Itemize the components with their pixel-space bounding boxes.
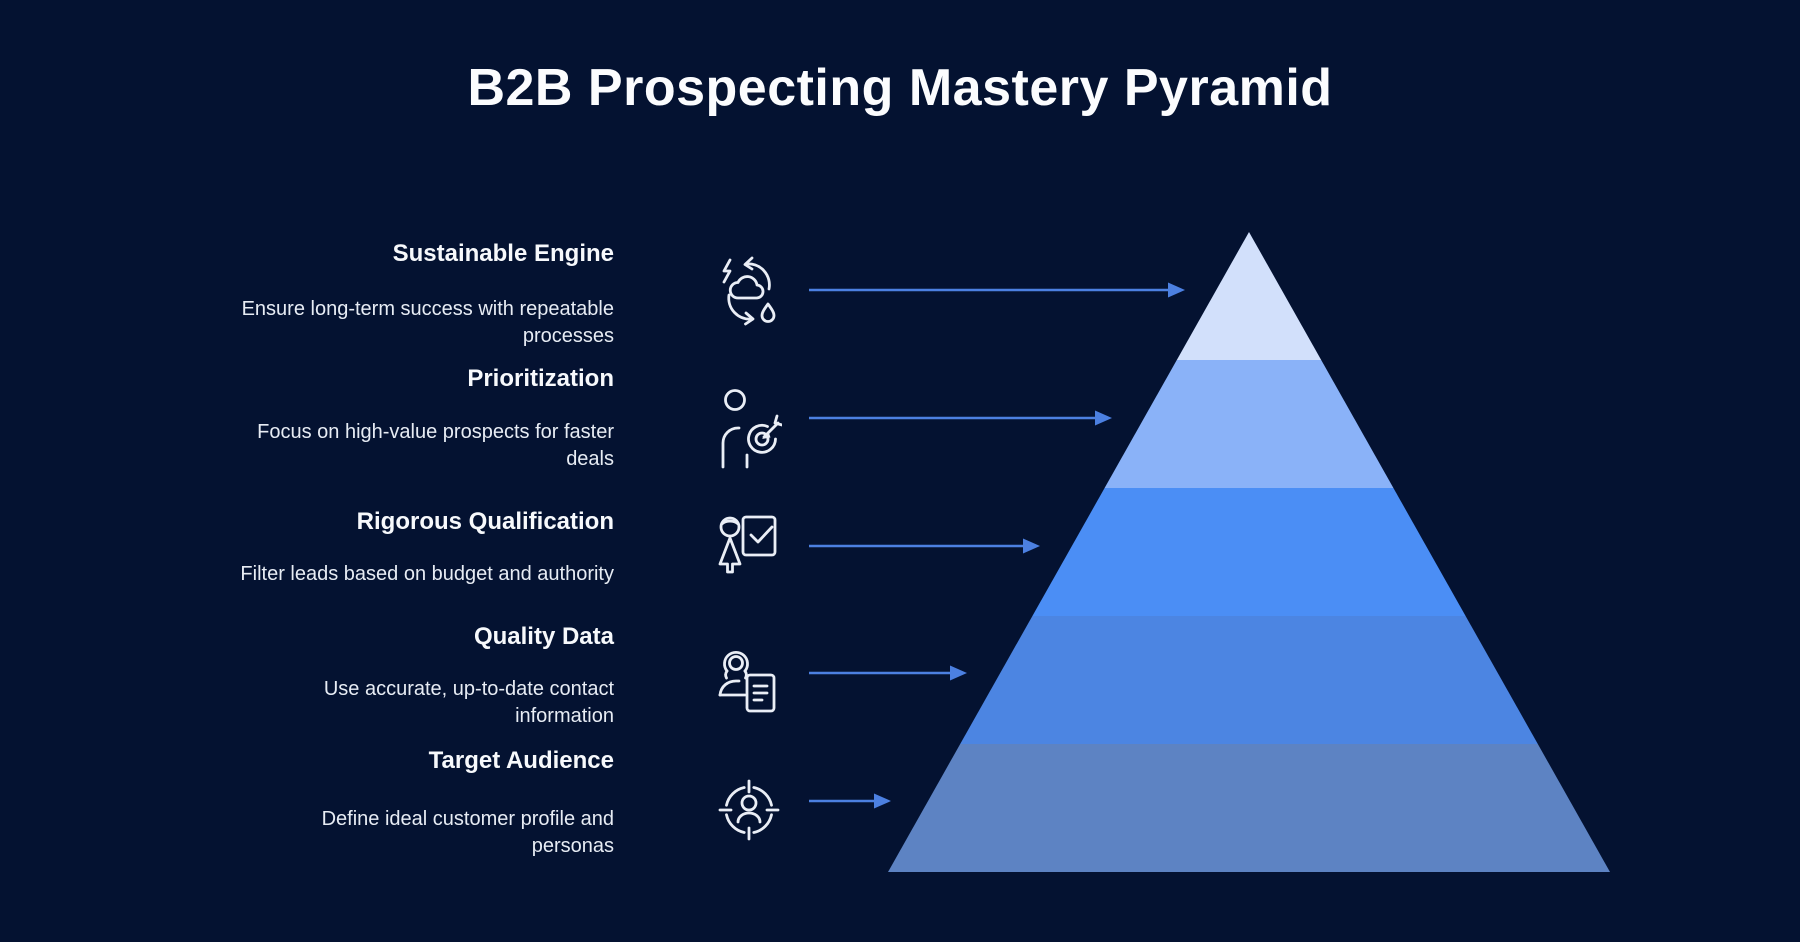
level-title-quality-data: Quality Data bbox=[473, 623, 614, 650]
level-description-target-audience: Define ideal customer profile and person… bbox=[321, 808, 614, 857]
arrow-rigorous-qualification bbox=[809, 538, 1040, 554]
person-document-icon bbox=[716, 643, 782, 723]
pyramid bbox=[888, 232, 1610, 872]
level-description-quality-data: Use accurate, up-to-date contact informa… bbox=[323, 678, 614, 727]
pyramid-band-prioritization bbox=[888, 360, 1610, 488]
person-checklist-icon bbox=[716, 512, 782, 590]
pyramid-band-rigorous-qualification bbox=[888, 488, 1610, 616]
person-target-icon bbox=[716, 387, 782, 473]
pyramid-band-target-audience bbox=[888, 744, 1610, 872]
level-title-target-audience: Target Audience bbox=[428, 747, 614, 774]
arrow-target-audience bbox=[809, 793, 891, 809]
level-description-prioritization: Focus on high-value prospects for faster… bbox=[257, 421, 614, 470]
person-crosshair-icon bbox=[716, 772, 782, 848]
pyramid-band-sustainable-engine bbox=[888, 232, 1610, 360]
level-description-rigorous-qualification: Filter leads based on budget and authori… bbox=[240, 563, 614, 585]
level-description-sustainable-engine: Ensure long-term success with repeatable… bbox=[241, 298, 614, 347]
arrow-prioritization bbox=[809, 410, 1112, 426]
level-title-sustainable-engine: Sustainable Engine bbox=[392, 240, 614, 267]
arrow-sustainable-engine bbox=[809, 282, 1185, 298]
level-title-rigorous-qualification: Rigorous Qualification bbox=[356, 508, 614, 535]
pyramid-band-quality-data bbox=[888, 616, 1610, 744]
arrow-quality-data bbox=[809, 665, 967, 681]
sustainability-cycle-icon bbox=[716, 254, 782, 330]
level-title-prioritization: Prioritization bbox=[467, 365, 614, 392]
page-title: B2B Prospecting Mastery Pyramid bbox=[467, 59, 1333, 117]
